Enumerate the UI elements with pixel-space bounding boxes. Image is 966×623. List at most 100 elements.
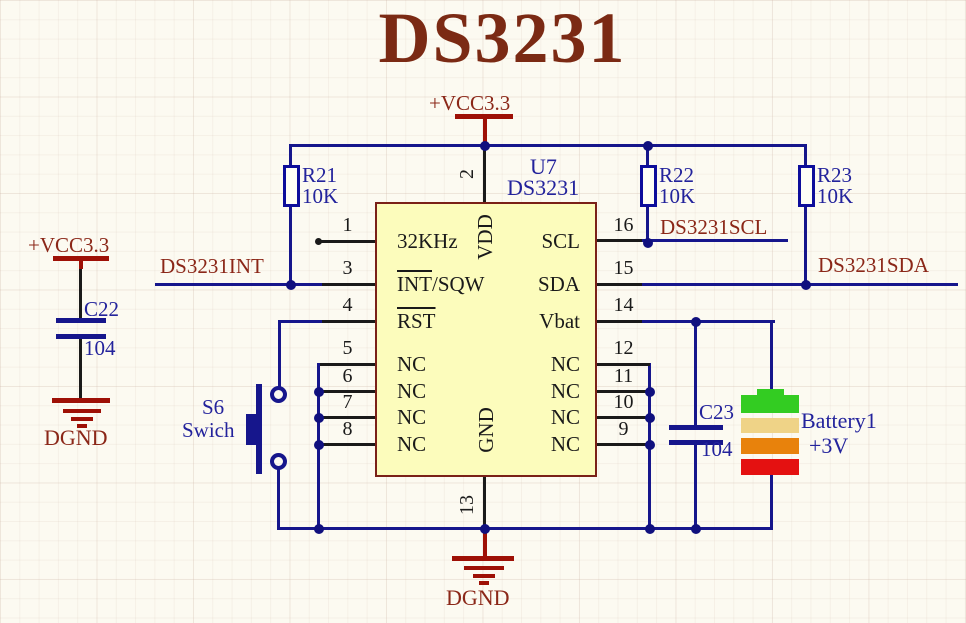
pin-stub-15: [597, 283, 642, 286]
ic-pin-name-scl: SCL: [541, 229, 580, 253]
junction-dot-right-bus-9: [645, 440, 655, 450]
gnd-bottom-stem: [483, 530, 487, 558]
capacitor-c23-plate-top: [669, 425, 723, 430]
gnd-bottom-bar3: [473, 574, 495, 578]
battery-bar-orange: [741, 438, 799, 454]
pin-number-3: 3: [342, 257, 353, 279]
pin-number-16: 16: [613, 214, 634, 236]
pin-stub-10: [597, 416, 650, 419]
vcc-left-stem: [79, 261, 83, 269]
pin-stub-16: [597, 239, 642, 242]
lead-c22-top: [79, 264, 82, 320]
pin-stub-12: [597, 363, 650, 366]
junction-dot-left-bus-7: [314, 413, 324, 423]
pin-number-1: 1: [342, 214, 353, 236]
ic-pin-name-rst: RST: [397, 310, 436, 332]
wire-net-scl: [642, 239, 788, 242]
ic-pin-name-rst-overlined: RST: [397, 309, 436, 333]
ic-pin-name-nc7: NC: [397, 405, 427, 429]
gnd-left-bar2: [63, 409, 101, 413]
resistor-r21-body: [283, 165, 300, 207]
pin-number-9: 9: [618, 418, 629, 440]
ic-pin-name-nc9: NC: [550, 432, 580, 456]
ic-pin-name-gnd: GND: [474, 407, 498, 453]
ic-pin-name-nc11: NC: [550, 379, 580, 403]
pin-number-13: 13: [456, 495, 478, 515]
ic-u7-body: [375, 202, 597, 477]
pin-number-8: 8: [342, 418, 353, 440]
gnd-left-bar3: [71, 417, 93, 421]
wire-r21-bottom: [289, 206, 292, 286]
resistor-r21-value: 10K: [302, 184, 339, 208]
gnd-left-bar1-icon: [52, 398, 110, 403]
pin-stub-11: [597, 390, 650, 393]
resistor-r22-value: 10K: [659, 184, 696, 208]
battery-ref: Battery1: [801, 408, 877, 433]
ic-pin-name-nc5: NC: [397, 352, 427, 376]
junction-dot-left-bus-8: [314, 440, 324, 450]
capacitor-c23-ref: C23: [699, 400, 735, 424]
gnd-bottom-bar2: [464, 566, 504, 570]
capacitor-c22-plate-bottom: [56, 334, 106, 339]
pin1-open-end-dot: [315, 238, 322, 245]
junction-dot-sda: [801, 280, 811, 290]
pin-number-14: 14: [613, 294, 634, 316]
pin-number-15: 15: [613, 257, 634, 279]
resistor-r22-ref: R22: [659, 163, 695, 187]
ic-pin-name-nc12: NC: [550, 352, 580, 376]
wire-r22-top: [646, 144, 649, 170]
wire-r23-top: [804, 144, 807, 170]
junction-dot-rail-rightbus: [645, 524, 655, 534]
switch-s6-actuator-bar: [256, 384, 262, 474]
ic-pin-name-32khz: 32KHz: [397, 229, 458, 253]
vcc-left-bar-icon: [53, 256, 109, 261]
ic-pin-name-vdd: VDD: [473, 214, 497, 260]
pin-number-4: 4: [342, 294, 353, 316]
pin-stub-14: [597, 320, 642, 323]
ic-pin-name-int-overlined: INT: [397, 272, 432, 296]
battery-bar-yellow: [741, 418, 799, 433]
pin-stub-7: [320, 416, 375, 419]
pin-number-7: 7: [342, 391, 353, 413]
gnd-bottom-bar1-icon: [452, 556, 514, 561]
capacitor-c22-value: 104: [84, 336, 116, 360]
vcc-top-stem: [483, 119, 487, 146]
resistor-r21-ref: R21: [302, 163, 338, 187]
capacitor-c22-ref: C22: [84, 297, 120, 321]
ic-pin-name-vbat: Vbat: [539, 309, 580, 333]
schematic-title: DS3231: [378, 0, 627, 78]
switch-s6-plunger: [246, 414, 256, 445]
pin-stub-5: [320, 363, 375, 366]
switch-s6-contact-top: [270, 386, 287, 403]
pin-stub-3: [322, 283, 375, 286]
ic-refdes: U7: [530, 154, 557, 179]
junction-dot-rail-c23: [691, 524, 701, 534]
vcc-left-label: +VCC3.3: [28, 233, 110, 257]
battery-value: +3V: [809, 433, 849, 458]
pin-stub-4: [322, 320, 375, 323]
wire-c23-bottom: [694, 443, 697, 531]
pin-stub-13: [483, 477, 486, 529]
junction-dot-vbat: [691, 317, 701, 327]
net-label-sda: DS3231SDA: [818, 253, 929, 277]
wire-ground-rail: [277, 527, 773, 530]
switch-s6-name: Swich: [182, 418, 235, 442]
pin-stub-1: [320, 240, 375, 243]
capacitor-c23-value: 104: [701, 437, 733, 461]
ic-pin-name-sqw: /SQW: [432, 272, 485, 296]
dgnd-left-label: DGND: [44, 425, 108, 450]
dgnd-bottom-label: DGND: [446, 585, 510, 610]
ic-pin-name-nc8: NC: [397, 432, 427, 456]
ic-part-number: DS3231: [507, 175, 580, 200]
junction-dot-right-bus-10: [645, 413, 655, 423]
junction-dot-right-bus-11: [645, 387, 655, 397]
wire-switch-to-ground: [277, 468, 280, 530]
junction-dot-left-bus-6: [314, 387, 324, 397]
resistor-r23-body: [798, 165, 815, 207]
wire-vbat: [642, 320, 775, 323]
pin-stub-8: [320, 443, 375, 446]
wire-r21-top: [289, 144, 292, 170]
battery-bar-green: [741, 395, 799, 413]
junction-dot-int: [286, 280, 296, 290]
ic-pin-name-sda: SDA: [537, 272, 580, 296]
